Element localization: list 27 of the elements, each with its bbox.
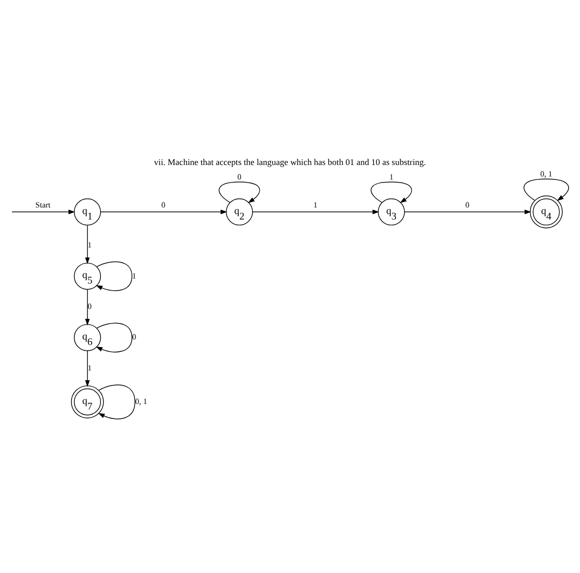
arrow — [85, 288, 90, 325]
edge-label: 0 — [237, 172, 242, 182]
edge-label: 1 — [88, 240, 92, 250]
arrow — [96, 260, 132, 290]
arrow — [252, 209, 380, 214]
edge-label: 0 — [132, 332, 136, 342]
edge-label: 0, 1 — [135, 396, 148, 406]
arrow — [524, 178, 569, 200]
edge-label: 1 — [313, 200, 318, 209]
edge-label: 1 — [389, 172, 394, 182]
arrow — [370, 181, 412, 203]
arrow — [98, 384, 136, 419]
diagram-title: vii. Machine that accepts the language which has both 01 and 10 as substring. — [154, 156, 426, 166]
arrow — [85, 224, 90, 264]
arrow — [85, 350, 90, 386]
arrow — [12, 209, 76, 214]
arrow — [100, 209, 228, 214]
edge-label: 1 — [88, 362, 92, 372]
edge-label: 0 — [88, 301, 92, 310]
arrow — [404, 209, 532, 214]
edge-label: Start — [35, 200, 51, 209]
edge-label: 0 — [465, 200, 470, 209]
arrow — [96, 322, 132, 352]
edge-label: 0, 1 — [540, 169, 552, 178]
arrow — [218, 181, 260, 203]
edge-label: 0 — [161, 200, 166, 209]
edge-label: 1 — [132, 270, 136, 280]
